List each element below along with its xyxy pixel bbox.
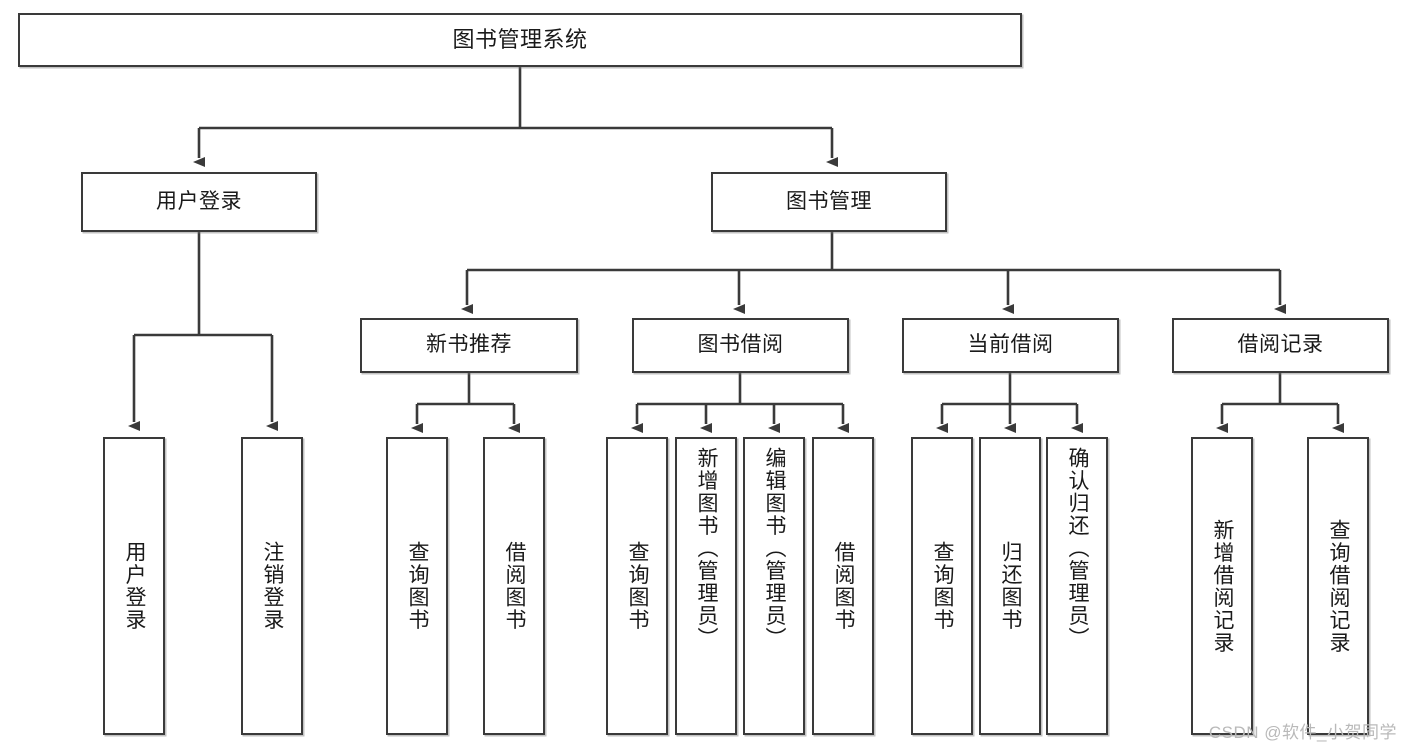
leaf-query-book-current[interactable]: 查询图书 xyxy=(911,437,973,735)
watermark-text: CSDN @软件_小贺同学 xyxy=(1208,723,1397,742)
leaf-add-borrow-record[interactable]: 新增借阅记录 xyxy=(1191,437,1253,735)
node-label: 借阅图书 xyxy=(832,541,856,631)
node-label: 新书推荐 xyxy=(426,333,512,357)
node-label: 查询图书 xyxy=(406,541,430,631)
leaf-edit-book-admin[interactable]: 编辑图书（管理员） xyxy=(743,437,805,735)
node-label: 确认归还（管理员） xyxy=(1066,447,1090,650)
node-label: 图书借阅 xyxy=(697,333,784,357)
leaf-query-book-recommend[interactable]: 查询图书 xyxy=(386,437,448,735)
node-label: 图书管理系统 xyxy=(452,27,588,53)
node-label: 归还图书 xyxy=(999,541,1023,631)
node-label: 编辑图书（管理员） xyxy=(763,447,787,650)
node-label: 借阅图书 xyxy=(503,541,527,631)
node-label: 借阅记录 xyxy=(1237,333,1324,357)
leaf-query-book-borrow[interactable]: 查询图书 xyxy=(606,437,668,735)
node-book-management[interactable]: 图书管理 xyxy=(711,172,947,232)
node-label: 查询图书 xyxy=(626,541,650,631)
node-new-book-recommend[interactable]: 新书推荐 xyxy=(360,318,578,373)
node-label: 查询借阅记录 xyxy=(1327,518,1351,654)
node-user-login[interactable]: 用户登录 xyxy=(81,172,317,232)
leaf-add-book-admin[interactable]: 新增图书（管理员） xyxy=(675,437,737,735)
node-label: 当前借阅 xyxy=(967,333,1054,357)
leaf-return-book[interactable]: 归还图书 xyxy=(979,437,1041,735)
node-label: 用户登录 xyxy=(156,189,242,213)
leaf-logout[interactable]: 注销登录 xyxy=(241,437,303,735)
leaf-query-borrow-record[interactable]: 查询借阅记录 xyxy=(1307,437,1369,735)
node-root-book-management-system[interactable]: 图书管理系统 xyxy=(18,13,1022,67)
node-label: 图书管理 xyxy=(786,189,872,213)
node-label: 新增图书（管理员） xyxy=(695,447,719,650)
leaf-user-login[interactable]: 用户登录 xyxy=(103,437,165,735)
node-current-borrow[interactable]: 当前借阅 xyxy=(902,318,1119,373)
node-label: 用户登录 xyxy=(123,541,147,631)
leaf-borrow-book-recommend[interactable]: 借阅图书 xyxy=(483,437,545,735)
node-label: 注销登录 xyxy=(261,541,285,631)
node-label: 新增借阅记录 xyxy=(1211,518,1235,654)
leaf-borrow-book[interactable]: 借阅图书 xyxy=(812,437,874,735)
leaf-confirm-return-admin[interactable]: 确认归还（管理员） xyxy=(1046,437,1108,735)
node-label: 查询图书 xyxy=(931,541,955,631)
node-borrow-record[interactable]: 借阅记录 xyxy=(1172,318,1389,373)
node-book-borrow[interactable]: 图书借阅 xyxy=(632,318,849,373)
